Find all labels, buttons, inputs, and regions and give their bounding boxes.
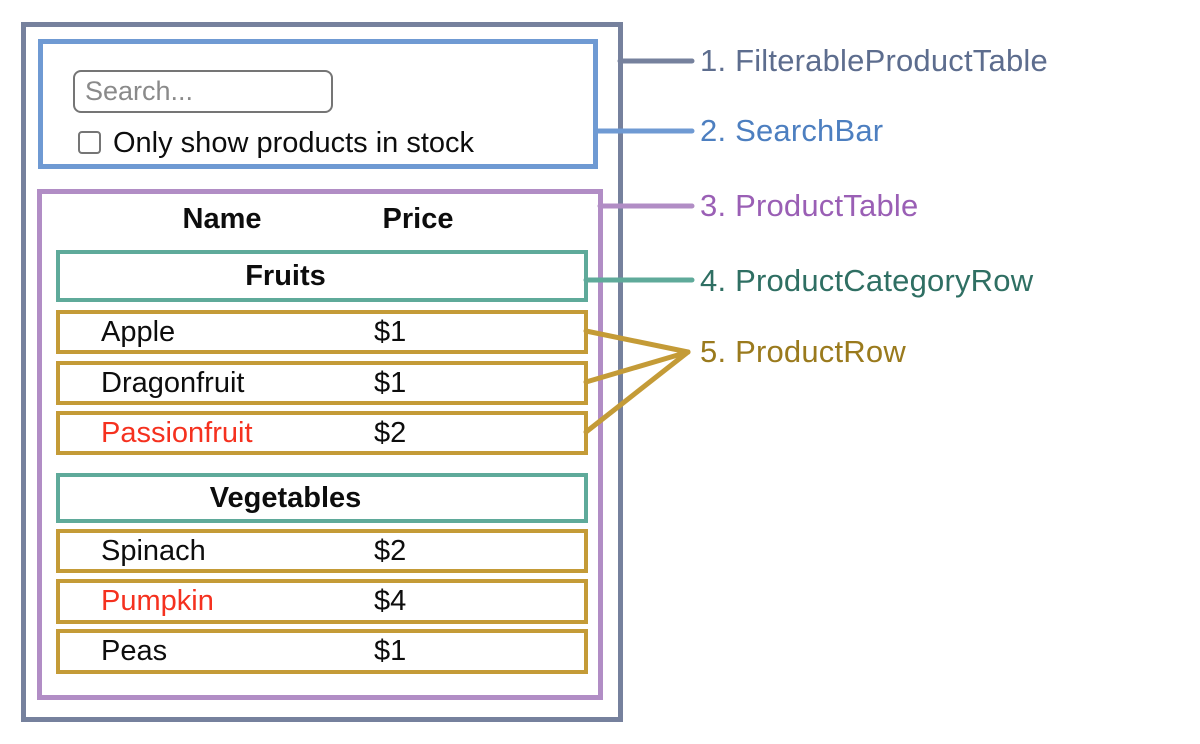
product-row-pumpkin: Pumpkin $4 xyxy=(56,579,588,624)
product-name: Pumpkin xyxy=(101,585,214,617)
product-name: Peas xyxy=(101,635,168,667)
product-name: Apple xyxy=(101,315,176,348)
search-input[interactable] xyxy=(73,70,333,113)
label-product-row: 5. ProductRow xyxy=(700,334,906,369)
product-row-apple: Apple $1 xyxy=(56,310,588,354)
product-row-peas: Peas $1 xyxy=(56,629,588,674)
product-price: $1 xyxy=(374,366,407,399)
in-stock-checkbox-label: Only show products in stock xyxy=(113,127,475,159)
product-row-spinach: Spinach $2 xyxy=(56,529,588,573)
product-name: Dragonfruit xyxy=(101,366,245,399)
label-product-table: 3. ProductTable xyxy=(700,188,919,223)
category-label: Vegetables xyxy=(209,481,362,514)
search-bar-box xyxy=(38,39,598,169)
product-price: $4 xyxy=(374,585,407,617)
product-table-box xyxy=(37,189,603,700)
product-price: $2 xyxy=(374,534,407,567)
product-name: Passionfruit xyxy=(101,416,253,449)
label-filterable-product-table: 1. FilterableProductTable xyxy=(700,43,1048,78)
product-row-dragonfruit: Dragonfruit $1 xyxy=(56,361,588,405)
label-product-category-row: 4. ProductCategoryRow xyxy=(700,263,1034,298)
product-price: $2 xyxy=(374,416,407,449)
category-row-fruits: Fruits xyxy=(56,250,588,302)
column-header-name: Name xyxy=(182,203,262,235)
product-name: Spinach xyxy=(101,534,206,567)
product-row-passionfruit: Passionfruit $2 xyxy=(56,411,588,455)
column-header-price: Price xyxy=(382,203,454,235)
category-row-vegetables: Vegetables xyxy=(56,473,588,523)
label-search-bar: 2. SearchBar xyxy=(700,113,884,148)
in-stock-checkbox[interactable] xyxy=(78,131,101,154)
product-price: $1 xyxy=(374,315,407,348)
category-label: Fruits xyxy=(245,259,326,292)
product-price: $1 xyxy=(374,635,407,667)
